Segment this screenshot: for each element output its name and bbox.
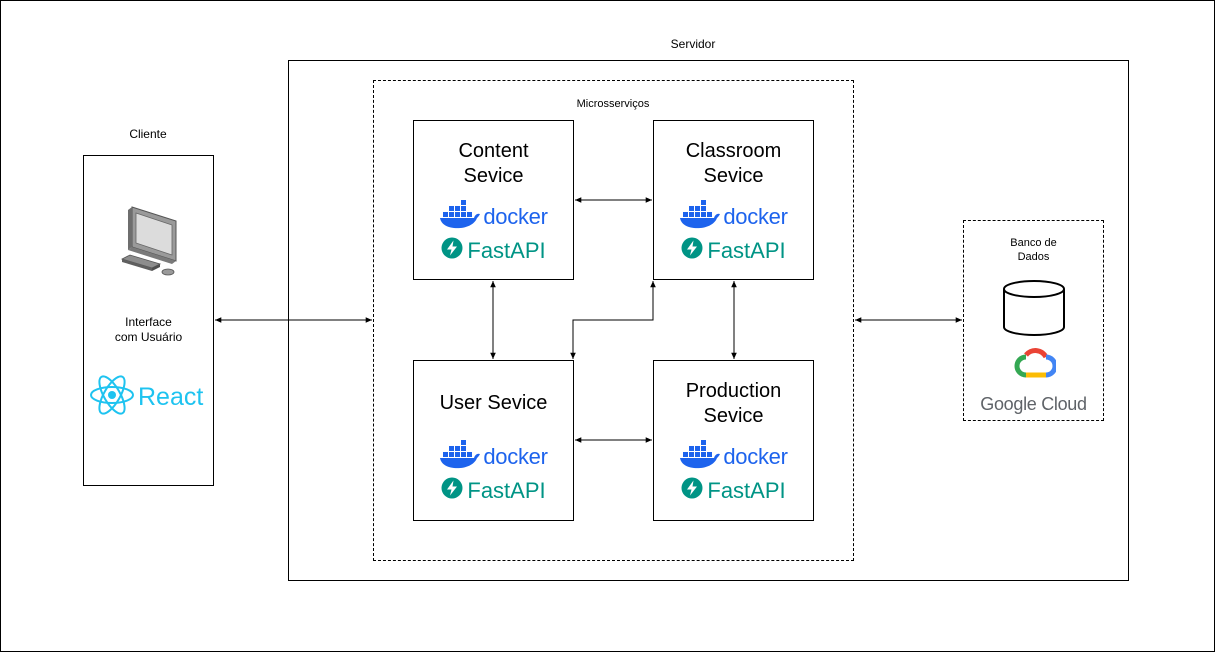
docker-whale-icon (679, 439, 721, 474)
google-word: Google (980, 394, 1037, 414)
fastapi-wordmark: FastAPI (707, 237, 786, 263)
user-service-box: User Sevice docker FastAPI (413, 360, 574, 521)
docker-wordmark: docker (483, 443, 548, 469)
google-cloud-icon (1012, 345, 1058, 384)
service-title: User Sevice (439, 392, 548, 414)
production-service-box: Production Sevice docker FastAPI (653, 360, 814, 521)
docker-wordmark: docker (723, 443, 788, 469)
fastapi-bolt-icon (441, 237, 463, 264)
docker-whale-icon (439, 439, 481, 474)
database-cylinder-icon (1002, 279, 1066, 342)
react-logo: React (88, 373, 212, 422)
cloud-word: Cloud (1041, 394, 1087, 414)
desktop-computer-icon (118, 203, 180, 284)
client-box: Interface com Usuário React (83, 155, 214, 486)
docker-logo: docker (654, 439, 813, 474)
docker-logo: docker (414, 439, 573, 474)
fastapi-bolt-icon (681, 237, 703, 264)
fastapi-logo: FastAPI (414, 477, 573, 504)
fastapi-wordmark: FastAPI (467, 237, 546, 263)
microservices-group (373, 80, 854, 561)
react-wordmark: React (138, 382, 204, 411)
database-label: Banco de Dados (1010, 237, 1057, 263)
content-service-box: Content Sevice docker FastAPI (413, 120, 574, 280)
react-atom-icon (88, 373, 136, 422)
microservices-label: Microsserviços (576, 98, 650, 110)
docker-whale-icon (679, 199, 721, 234)
fastapi-logo: FastAPI (414, 237, 573, 264)
service-title: Content Sevice (458, 140, 529, 187)
docker-wordmark: docker (483, 203, 548, 229)
server-label: Servidor (670, 37, 716, 51)
classroom-service-box: Classroom Sevice docker FastAPI (653, 120, 814, 280)
service-title: Production Sevice (685, 380, 782, 427)
google-cloud-wordmark: Google Cloud (964, 394, 1103, 415)
database-group: Banco de Dados Google Cloud (963, 220, 1104, 421)
fastapi-wordmark: FastAPI (467, 477, 546, 503)
fastapi-wordmark: FastAPI (707, 477, 786, 503)
arrow-classroom-user (570, 281, 656, 359)
fastapi-bolt-icon (681, 477, 703, 504)
fastapi-bolt-icon (441, 477, 463, 504)
docker-logo: docker (414, 199, 573, 234)
docker-wordmark: docker (723, 203, 788, 229)
service-title: Classroom Sevice (685, 140, 782, 187)
client-label: Cliente (129, 127, 167, 141)
interface-label: Interface com Usuário (114, 315, 183, 344)
docker-whale-icon (439, 199, 481, 234)
fastapi-logo: FastAPI (654, 477, 813, 504)
fastapi-logo: FastAPI (654, 237, 813, 264)
docker-logo: docker (654, 199, 813, 234)
